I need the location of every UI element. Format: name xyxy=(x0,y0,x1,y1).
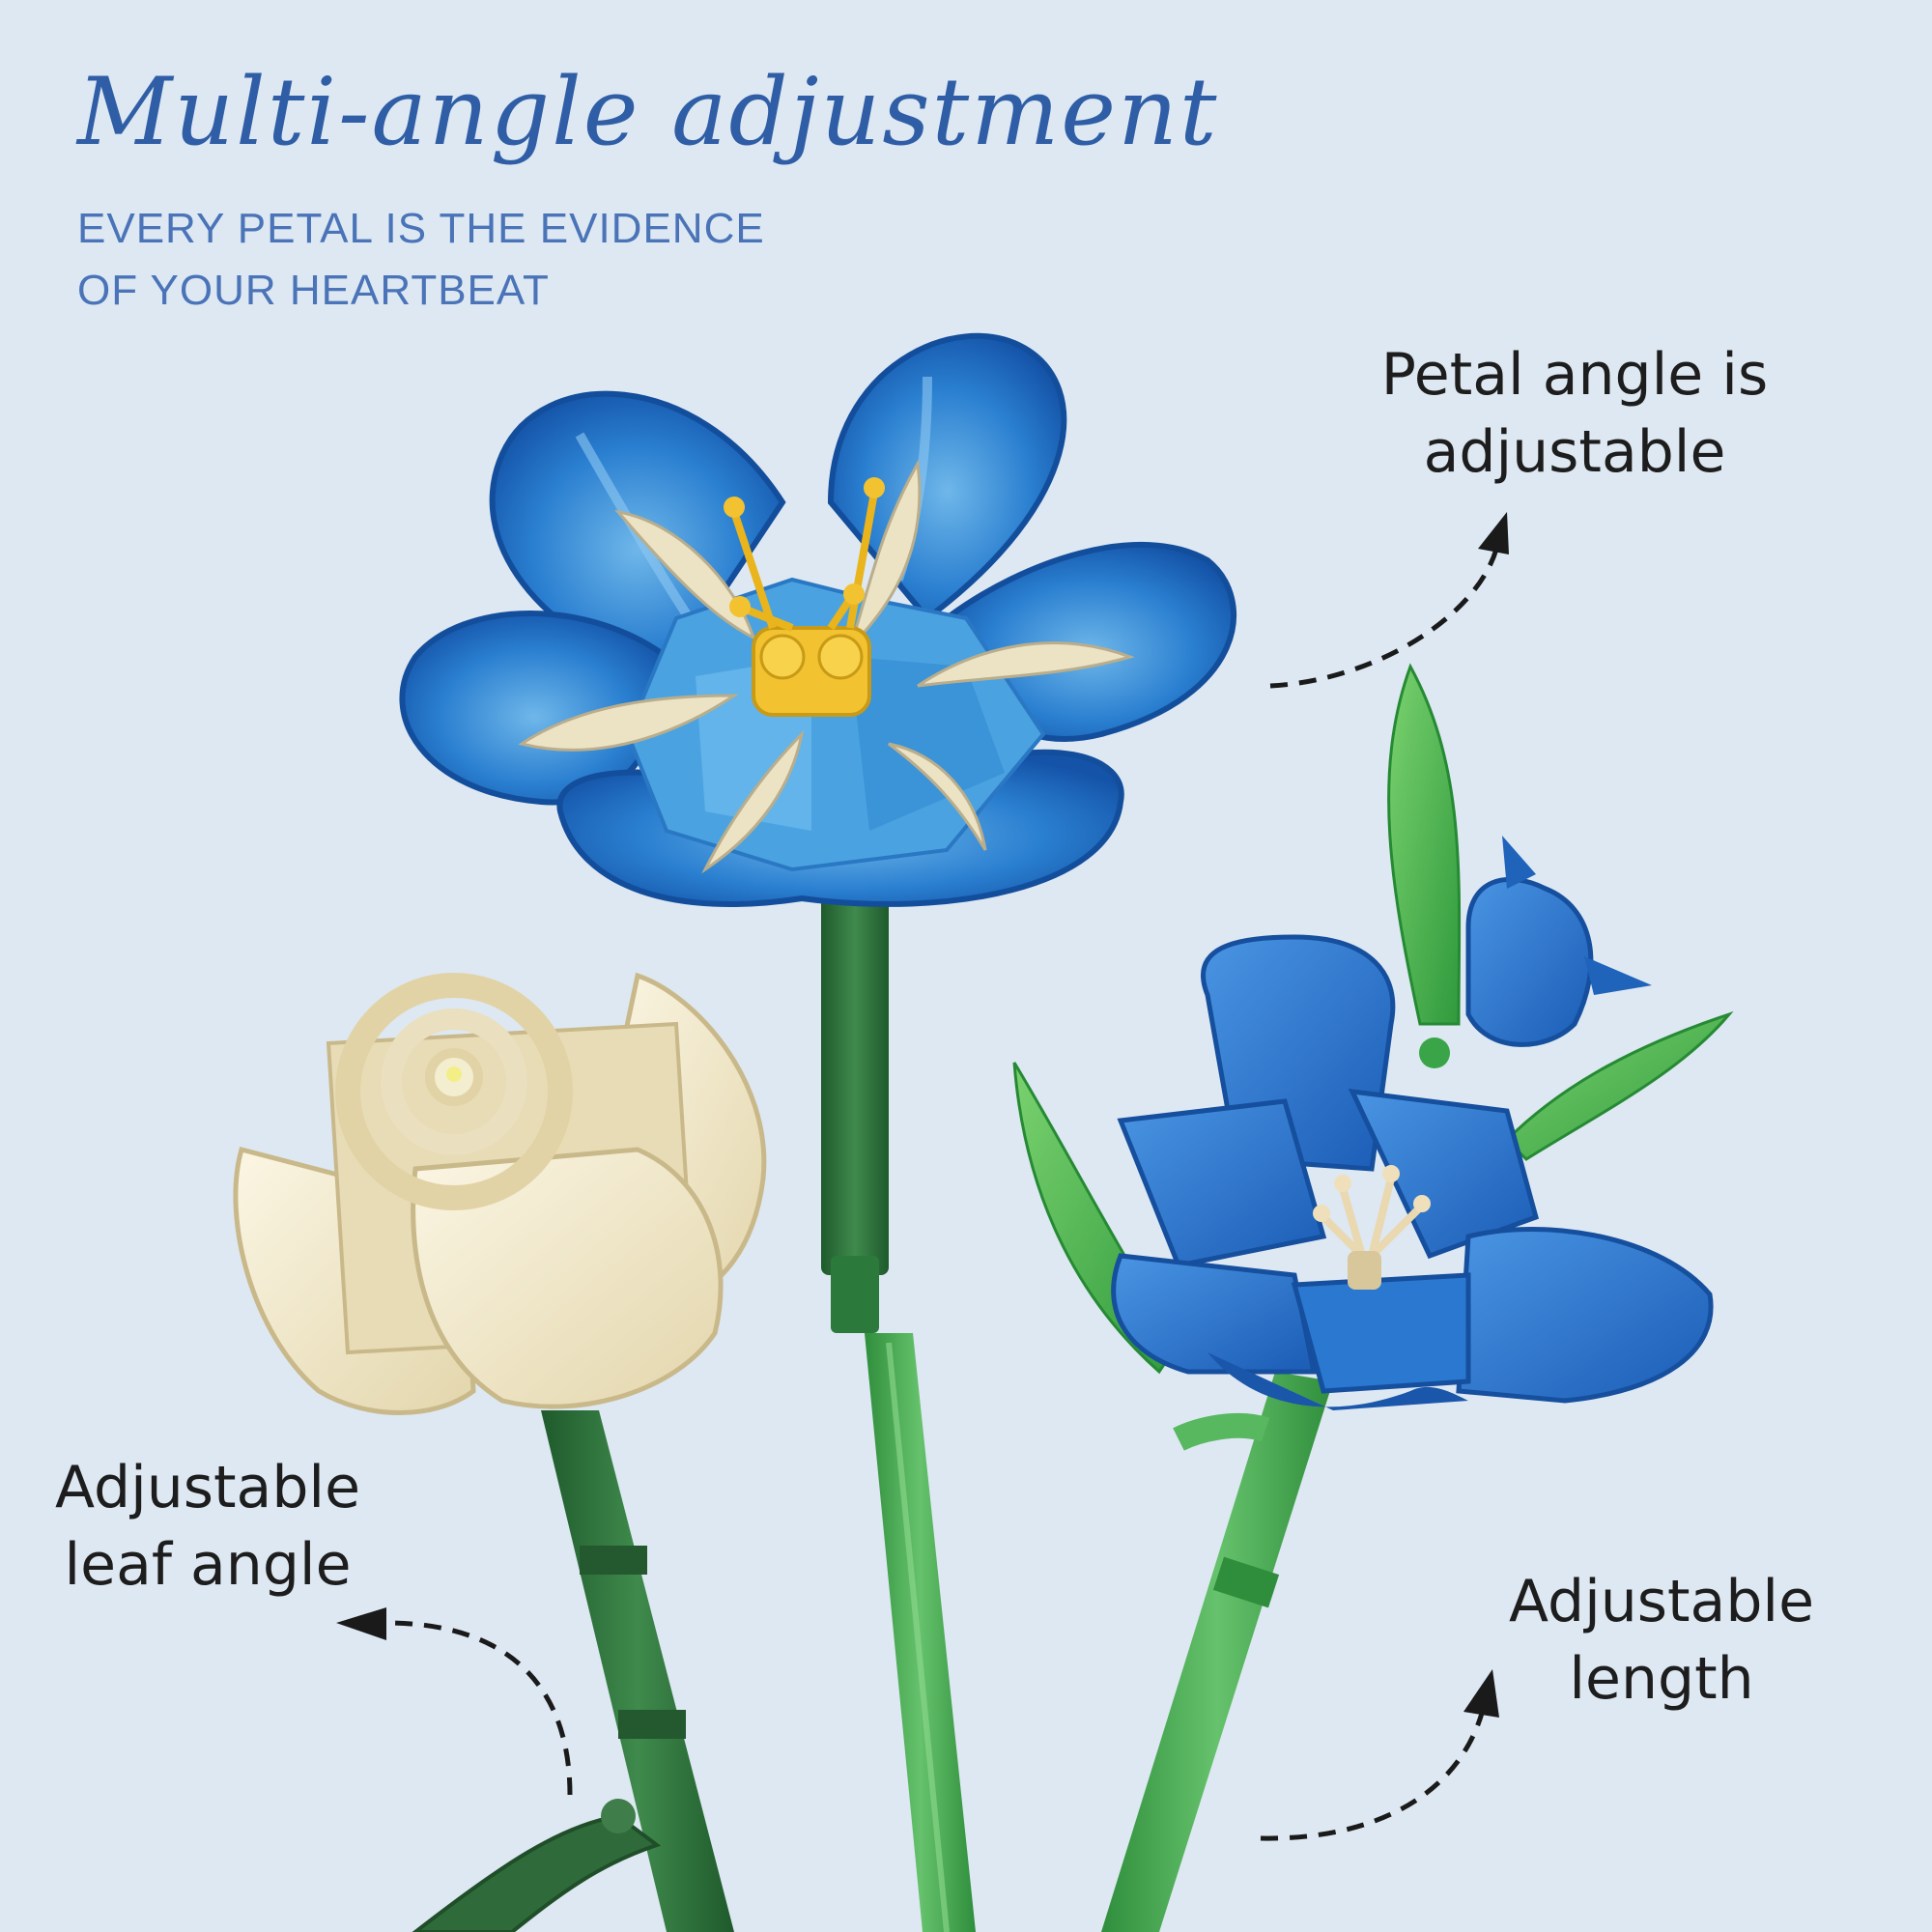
arrow-leaf-angle xyxy=(336,1607,573,1796)
arrow-petal-angle xyxy=(1269,512,1509,689)
center-flower-stem xyxy=(821,889,976,1932)
callout-line: Adjustable xyxy=(55,1454,360,1521)
blue-bud xyxy=(1419,836,1652,1068)
subtitle: EVERY PETAL IS THE EVIDENCE OF YOUR HEAR… xyxy=(77,198,765,322)
stamen-center xyxy=(724,477,885,717)
callout-petal-angle: Petal angle is adjustable xyxy=(1372,336,1777,491)
callout-line: Adjustable xyxy=(1509,1568,1814,1635)
cream-sepals xyxy=(518,459,1135,874)
arrow-length xyxy=(1260,1669,1499,1841)
subtitle-line: OF YOUR HEARTBEAT xyxy=(77,267,550,314)
right-flower-stem xyxy=(1101,1372,1333,1932)
callout-line: leaf angle xyxy=(64,1531,352,1599)
center-blue-flower xyxy=(399,332,1237,907)
callout-length: Adjustable length xyxy=(1488,1563,1835,1718)
green-leaf-vertical xyxy=(1387,663,1462,1026)
callout-line: adjustable xyxy=(1423,418,1726,486)
dark-green-leaf xyxy=(412,1799,662,1932)
cream-rose-stem xyxy=(541,1410,734,1932)
cream-rose xyxy=(233,972,767,1415)
page-title: Multi-angle adjustment xyxy=(77,58,1219,166)
subtitle-line: EVERY PETAL IS THE EVIDENCE xyxy=(77,205,765,252)
right-blue-flower xyxy=(1111,934,1714,1410)
callout-leaf-angle: Adjustable leaf angle xyxy=(39,1449,377,1604)
callout-line: length xyxy=(1569,1645,1754,1713)
callout-line: Petal angle is xyxy=(1380,341,1769,409)
